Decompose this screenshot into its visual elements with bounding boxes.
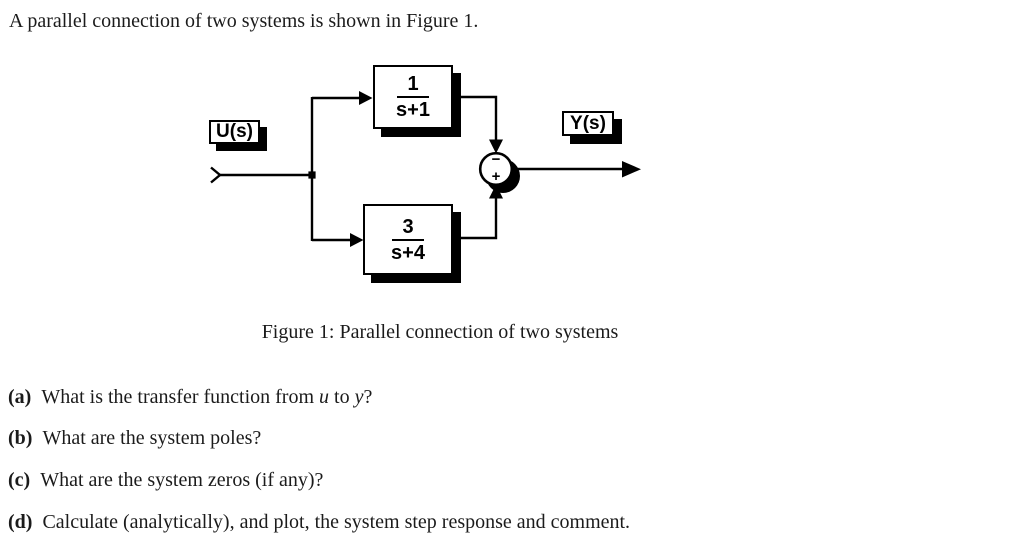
input-port-chevron-icon: [210, 166, 222, 184]
sum-minus-sign: −: [491, 151, 501, 168]
question-text: What are the system poles?: [42, 427, 262, 449]
bottom-block-numerator: 3: [402, 215, 414, 238]
output-port-label: Y(s): [562, 111, 614, 136]
sum-top-arrowhead-icon: [489, 139, 503, 154]
input-port-label-text: U(s): [216, 121, 253, 142]
top-block-input-arrowhead-icon: [359, 91, 373, 105]
question-b: (b) What are the system poles?: [8, 426, 261, 450]
transfer-function-block-bottom: 3 s+4: [363, 204, 453, 275]
figure-caption: Figure 1: Parallel connection of two sys…: [261, 321, 619, 343]
sum-bottom-arrowhead-icon: [489, 184, 503, 199]
top-block-output-line: [452, 95, 498, 141]
output-port-label-text: Y(s): [570, 112, 606, 134]
question-text: to: [329, 386, 355, 408]
bottom-block-fraction-bar: [392, 238, 424, 241]
question-math: y: [354, 386, 364, 408]
question-label: (c): [8, 469, 31, 491]
intro-text: A parallel connection of two systems is …: [9, 10, 479, 32]
question-math: u: [319, 386, 330, 408]
question-label: (d): [8, 511, 33, 533]
question-label: (b): [8, 427, 33, 449]
output-arrowhead-icon: [622, 161, 641, 178]
sum-plus-sign: +: [491, 168, 501, 185]
question-text: What are the system zeros (if any)?: [40, 469, 324, 491]
branch-junction-dot: [308, 171, 316, 179]
question-text: Calculate (analytically), and plot, the …: [42, 511, 631, 533]
top-block-numerator: 1: [407, 73, 419, 95]
top-block-fraction-bar: [397, 96, 429, 98]
question-d: (d) Calculate (analytically), and plot, t…: [8, 510, 630, 534]
question-c: (c) What are the system zeros (if any)?: [8, 468, 323, 492]
input-port-label: U(s): [209, 120, 260, 144]
question-a: (a)What is the transfer function from u …: [8, 385, 372, 409]
bottom-block-output-line: [452, 198, 498, 240]
question-text: What is the transfer function from: [41, 386, 320, 408]
transfer-function-block-top: 1 s+1: [373, 65, 453, 129]
bottom-block-denominator: s+4: [391, 241, 425, 264]
sum-junction-circle: [478, 151, 514, 187]
top-block-denominator: s+1: [396, 99, 430, 121]
question-text: ?: [363, 386, 373, 408]
bottom-block-input-arrowhead-icon: [350, 233, 364, 247]
sum-junction-signs: − +: [479, 151, 513, 186]
question-label: (a): [8, 386, 32, 408]
